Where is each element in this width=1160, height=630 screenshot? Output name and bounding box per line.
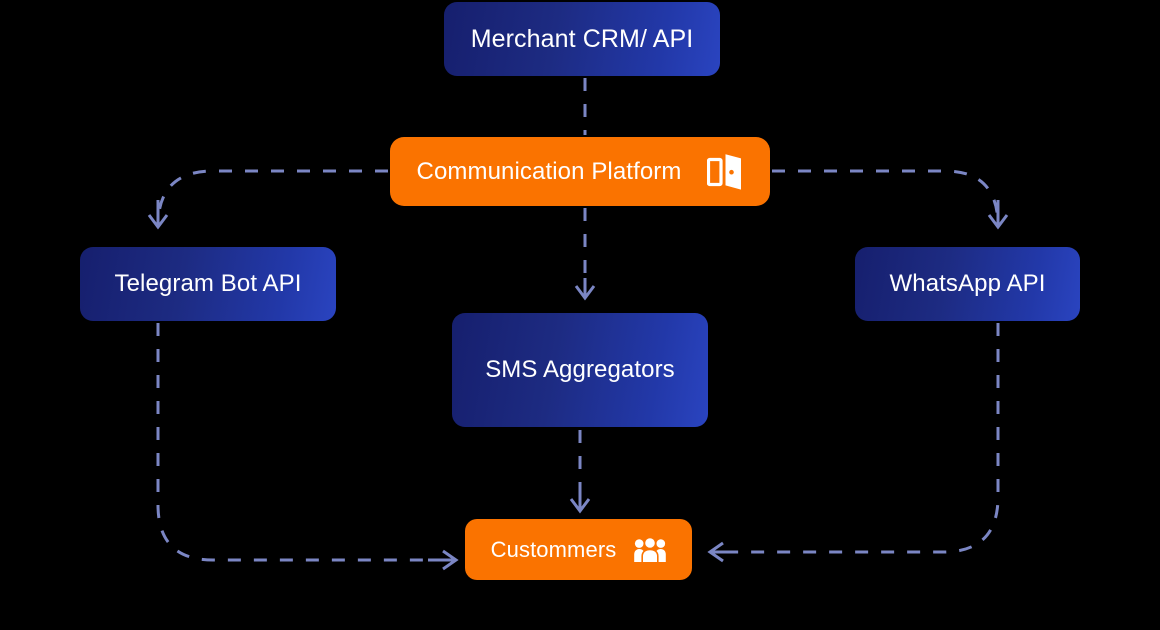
arrowhead-whatsapp-down	[987, 200, 1009, 230]
node-custommers[interactable]: Custommers	[465, 519, 692, 580]
connector-telegram-to-custommers	[156, 323, 440, 562]
connector-whatsapp-to-custommers	[725, 323, 1000, 554]
node-telegram-bot-api[interactable]: Telegram Bot API	[80, 247, 336, 321]
node-communication-platform[interactable]: Communication Platform	[390, 137, 770, 206]
connector-platform-to-telegram	[156, 169, 388, 227]
arrowhead-sms-down	[574, 278, 596, 301]
node-merchant-crm-label: Merchant CRM/ API	[470, 24, 694, 53]
arrowhead-custommers-top-in	[569, 490, 591, 514]
people-group-icon	[634, 536, 667, 563]
node-custommers-label: Custommers	[490, 536, 617, 562]
node-merchant-crm[interactable]: Merchant CRM/ API	[444, 2, 720, 76]
open-door-icon	[707, 152, 743, 192]
arrowhead-custommers-left-in	[428, 549, 459, 571]
node-whatsapp-api-label: WhatsApp API	[889, 270, 1046, 297]
node-telegram-bot-api-label: Telegram Bot API	[114, 270, 302, 297]
arrowhead-custommers-right-in	[707, 541, 738, 563]
node-sms-aggregators-label: SMS Aggregators	[485, 356, 675, 383]
node-sms-aggregators[interactable]: SMS Aggregators	[452, 313, 708, 427]
node-whatsapp-api[interactable]: WhatsApp API	[855, 247, 1080, 321]
connector-platform-to-whatsapp	[772, 169, 1000, 227]
node-communication-platform-label: Communication Platform	[416, 157, 682, 185]
arrowhead-telegram-down	[147, 200, 169, 230]
